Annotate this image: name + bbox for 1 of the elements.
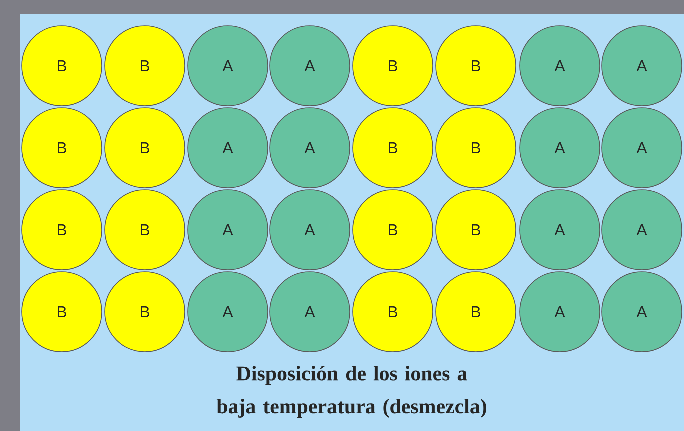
caption: Disposición de los iones a baja temperatura (desmezcla) bbox=[216, 366, 486, 418]
